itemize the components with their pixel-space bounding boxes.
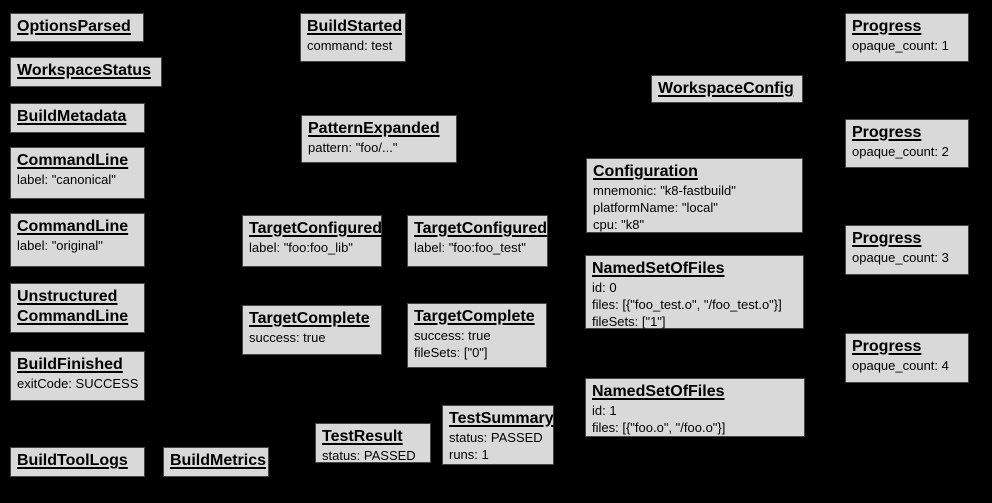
node-field: status: PASSED [449,430,543,445]
node-field: label: "original" [17,238,103,253]
node-options-parsed: OptionsParsed [10,13,144,42]
node-title: WorkspaceStatus [17,62,151,79]
node-title: TargetComplete [414,308,535,325]
node-title: WorkspaceConfig [658,80,794,97]
node-field: label: "foo:foo_lib" [249,240,353,255]
node-title: OptionsParsed [17,18,131,35]
node-progress-3: Progress opaque_count: 3 [845,225,969,275]
node-unstructured-command-line: Unstructured CommandLine [10,283,145,333]
node-configuration: Configuration mnemonic: "k8-fastbuild" p… [586,158,803,233]
node-title: BuildToolLogs [17,452,128,469]
node-field: opaque_count: 3 [852,250,949,265]
node-title: BuildMetrics [170,452,267,469]
node-named-set-of-files-0: NamedSetOfFiles id: 0 files: [{"foo_test… [585,255,804,329]
node-title: Progress [852,124,922,141]
node-title: TargetConfigured [249,220,383,237]
node-test-summary: TestSummary status: PASSED runs: 1 [442,405,554,465]
node-build-metrics: BuildMetrics [163,447,269,477]
node-field: runs: 1 [449,447,489,462]
node-field: id: 1 [592,403,617,418]
node-command-line-original: CommandLine label: "original" [10,213,145,267]
node-field: opaque_count: 2 [852,144,949,159]
node-target-complete-foo-test: TargetComplete success: true fileSets: [… [407,303,547,368]
node-build-tool-logs: BuildToolLogs [10,447,145,477]
node-title: Progress [852,230,922,247]
node-workspace-status: WorkspaceStatus [10,57,162,87]
node-title: TestResult [322,428,403,445]
node-target-complete-foo-lib: TargetComplete success: true [242,305,382,355]
node-title: CommandLine [17,152,129,169]
node-named-set-of-files-1: NamedSetOfFiles id: 1 files: [{"foo.o", … [585,378,805,437]
node-field: label: "foo:foo_test" [414,240,526,255]
node-title: BuildMetadata [17,108,127,125]
node-field: label: "canonical" [17,172,116,187]
node-title: TestSummary [449,410,554,427]
node-field: fileSets: ["1"] [592,314,666,329]
node-workspace-config: WorkspaceConfig [651,75,803,103]
node-field: success: true [414,328,491,343]
node-build-finished: BuildFinished exitCode: SUCCESS [10,351,145,401]
node-title: TargetConfigured [414,220,548,237]
node-target-configured-foo-lib: TargetConfigured label: "foo:foo_lib" [242,215,382,267]
node-field: pattern: "foo/..." [308,140,398,155]
node-field: cpu: "k8" [593,217,645,232]
node-title: Configuration [593,163,698,180]
node-field: exitCode: SUCCESS [17,376,139,391]
node-target-configured-foo-test: TargetConfigured label: "foo:foo_test" [407,215,548,267]
node-field: success: true [249,330,326,345]
node-progress-2: Progress opaque_count: 2 [845,119,969,168]
node-field: status: PASSED [322,448,416,463]
node-pattern-expanded: PatternExpanded pattern: "foo/..." [301,115,457,163]
node-title: BuildStarted [307,18,403,35]
node-field: files: [{"foo.o", "/foo.o"}] [592,420,726,435]
node-build-metadata: BuildMetadata [10,103,145,133]
node-title: NamedSetOfFiles [592,260,725,277]
node-title: Unstructured CommandLine [17,288,129,325]
node-field: files: [{"foo_test.o", "/foo_test.o"}] [592,297,782,312]
node-progress-1: Progress opaque_count: 1 [845,13,969,62]
node-title: PatternExpanded [308,120,440,137]
node-title: TargetComplete [249,310,370,327]
node-title: CommandLine [17,218,129,235]
node-title: Progress [852,338,922,355]
node-build-started: BuildStarted command: test [300,13,406,62]
node-field: id: 0 [592,280,617,295]
node-title: Progress [852,18,922,35]
node-field: command: test [307,38,393,53]
node-title: BuildFinished [17,356,123,373]
node-field: opaque_count: 4 [852,358,949,373]
node-command-line-canonical: CommandLine label: "canonical" [10,147,145,199]
node-field: opaque_count: 1 [852,38,949,53]
node-test-result: TestResult status: PASSED [315,423,431,463]
node-field: mnemonic: "k8-fastbuild" [593,183,736,198]
node-progress-4: Progress opaque_count: 4 [845,333,969,383]
node-field: fileSets: ["0"] [414,345,488,360]
node-title: NamedSetOfFiles [592,383,725,400]
node-field: platformName: "local" [593,200,718,215]
